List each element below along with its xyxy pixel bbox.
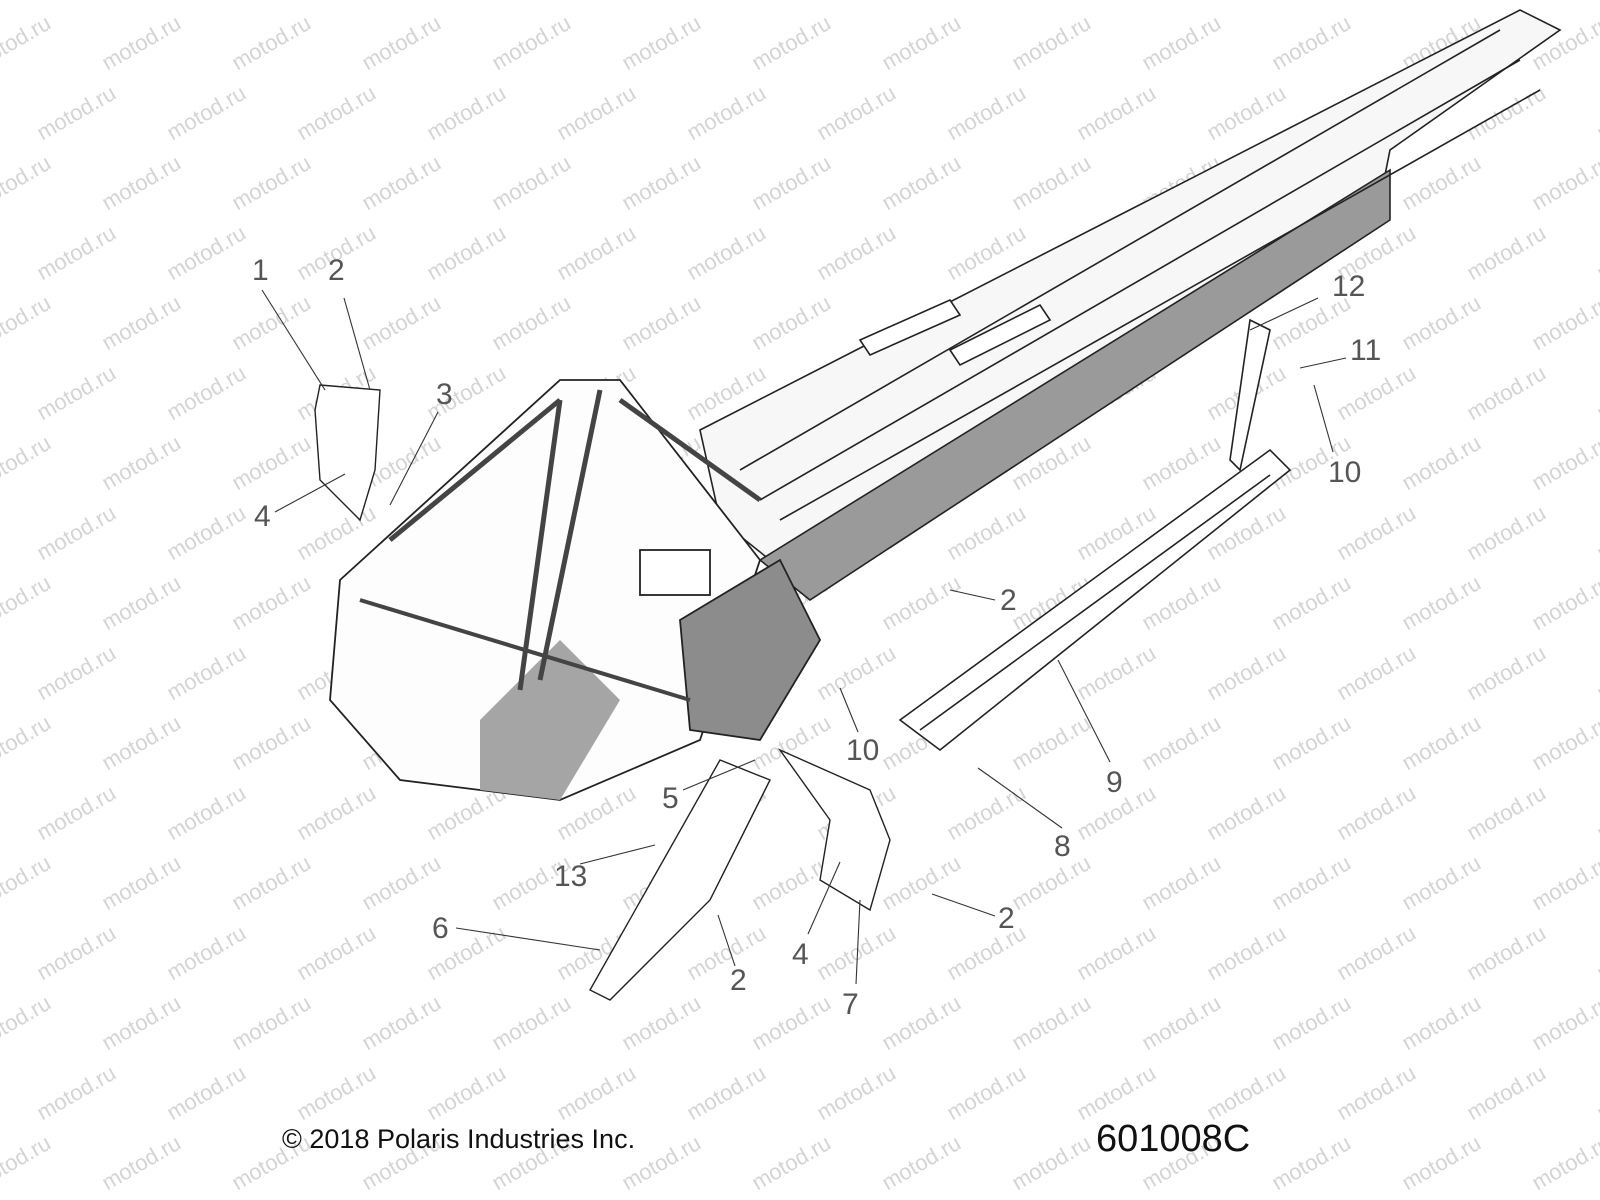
- callout-10: 10: [1328, 456, 1362, 489]
- callout-2: 2: [730, 964, 747, 997]
- copyright-text: © 2018 Polaris Industries Inc.: [282, 1124, 636, 1154]
- callout-8: 8: [1054, 830, 1071, 863]
- callout-3: 3: [436, 378, 453, 411]
- callout-2: 2: [328, 254, 345, 287]
- lower-panel: [589, 759, 771, 1001]
- leader-lines: [261, 289, 1347, 985]
- callout-11: 11: [1350, 334, 1382, 367]
- callout-7: 7: [842, 988, 859, 1021]
- callout-5: 5: [662, 782, 679, 815]
- callout-2: 2: [998, 902, 1015, 935]
- callout-12: 12: [1332, 270, 1366, 303]
- lower-vent-panel: [777, 748, 891, 912]
- callout-13: 13: [554, 860, 588, 893]
- bulkhead-frame: [329, 379, 822, 801]
- callout-10: 10: [846, 734, 880, 767]
- callout-2: 2: [1000, 584, 1017, 617]
- callout-4: 4: [792, 938, 809, 971]
- diagram-number: 601008C: [1096, 1118, 1251, 1160]
- callout-1: 1: [252, 254, 269, 287]
- side-panel-upper: [314, 384, 381, 522]
- callout-4: 4: [254, 500, 271, 533]
- running-board: [898, 318, 1292, 752]
- callout-6: 6: [432, 912, 449, 945]
- callout-9: 9: [1106, 766, 1123, 799]
- tunnel: [699, 9, 1562, 601]
